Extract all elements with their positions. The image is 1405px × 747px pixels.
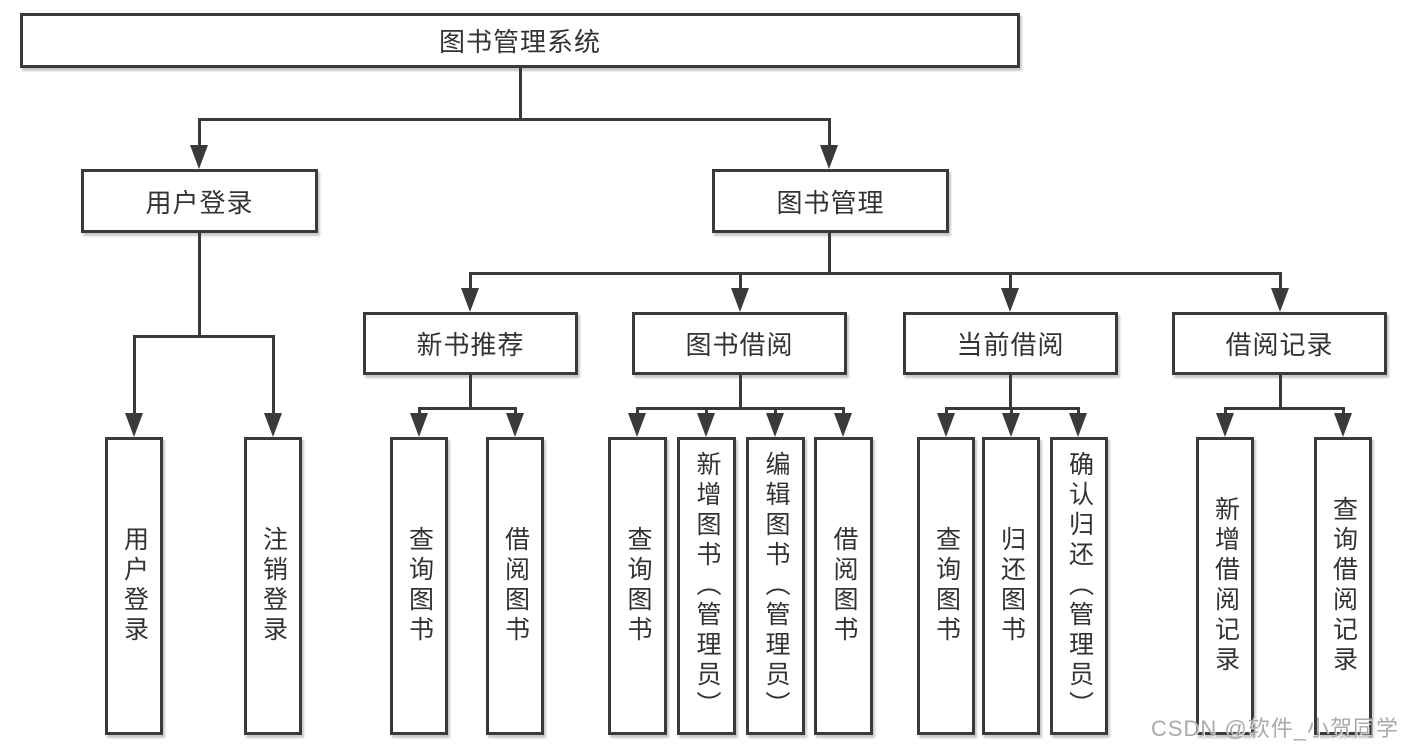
- connector-drop-level3: [1009, 272, 1012, 290]
- connector-drop-book-mgmt: [828, 118, 831, 146]
- leaf-confirm-return-admin-label: 确认归还（管理员）: [1065, 451, 1094, 721]
- node-book-management: 图书管理: [712, 169, 949, 233]
- leaf-return-books: 归还图书: [982, 437, 1040, 735]
- connector-user-login-stem: [198, 233, 201, 335]
- leaf-add-borrow-record: 新增借阅记录: [1196, 437, 1254, 735]
- connector-drop-user-login: [198, 118, 201, 146]
- connector-borrow-records-stem: [1279, 375, 1282, 407]
- connector-book-borrow-split: [636, 407, 845, 410]
- node-book-borrow: 图书借阅: [632, 312, 847, 375]
- node-new-book-recommend-label: 新书推荐: [416, 330, 525, 360]
- connector-drop-leaf: [774, 407, 777, 417]
- node-root-label: 图书管理系统: [438, 27, 601, 57]
- connector-drop-leaf: [514, 407, 517, 417]
- watermark: CSDN @软件_小贺同学: [1150, 716, 1399, 741]
- leaf-add-borrow-record-label: 新增借阅记录: [1211, 496, 1240, 676]
- connector-drop-leaf: [418, 407, 421, 417]
- node-borrow-records: 借阅记录: [1172, 312, 1387, 375]
- leaf-borrow-books-2-label: 借阅图书: [830, 526, 858, 646]
- arrowhead-down-icon: [834, 413, 852, 437]
- arrowhead-down-icon: [1002, 413, 1020, 437]
- node-user-login: 用户登录: [81, 169, 318, 233]
- connector-drop-level3: [1279, 272, 1282, 290]
- node-new-book-recommend: 新书推荐: [363, 312, 578, 375]
- connector-book-mgmt-split: [469, 272, 1282, 275]
- connector-drop-leaf: [1010, 407, 1013, 417]
- arrowhead-down-icon: [766, 413, 784, 437]
- leaf-query-books-2: 查询图书: [608, 437, 667, 735]
- arrowhead-down-icon: [125, 413, 143, 437]
- node-root: 图书管理系统: [20, 13, 1020, 68]
- leaf-query-books-label: 查询图书: [405, 526, 434, 646]
- leaf-query-borrow-record: 查询借阅记录: [1314, 437, 1372, 735]
- connector-drop-leaf: [1342, 407, 1345, 417]
- leaf-logout: 注销登录: [244, 437, 302, 735]
- connector-drop-leaf: [705, 407, 708, 417]
- connector-drop-leaf: [842, 407, 845, 417]
- node-book-borrow-label: 图书借阅: [685, 330, 794, 360]
- leaf-user-login: 用户登录: [105, 437, 163, 735]
- leaf-confirm-return-admin: 确认归还（管理员）: [1050, 437, 1108, 735]
- arrowhead-down-icon: [820, 145, 838, 169]
- leaf-borrow-books: 借阅图书: [486, 437, 544, 735]
- connector-book-mgmt-stem: [828, 233, 831, 272]
- leaf-query-books-3: 查询图书: [917, 437, 975, 735]
- leaf-add-books-admin-label: 新增图书（管理员）: [693, 451, 721, 721]
- connector-borrow-records-split: [1224, 407, 1344, 410]
- arrowhead-down-icon: [461, 288, 479, 312]
- arrowhead-down-icon: [1271, 288, 1289, 312]
- arrowhead-down-icon: [506, 413, 524, 437]
- arrowhead-down-icon: [264, 413, 282, 437]
- leaf-query-books-3-label: 查询图书: [932, 526, 961, 646]
- leaf-logout-label: 注销登录: [259, 526, 288, 646]
- connector-root-stem: [519, 68, 522, 118]
- connector-new-books-split: [418, 407, 517, 410]
- node-current-borrow: 当前借阅: [903, 312, 1118, 375]
- connector-book-borrow-stem: [739, 375, 742, 407]
- leaf-query-books-2-label: 查询图书: [624, 526, 652, 646]
- leaf-borrow-books-2: 借阅图书: [814, 437, 873, 735]
- leaf-return-books-label: 归还图书: [997, 526, 1026, 646]
- node-borrow-records-label: 借阅记录: [1225, 330, 1334, 360]
- connector-drop-leaf: [1224, 407, 1227, 417]
- arrowhead-down-icon: [410, 413, 428, 437]
- arrowhead-down-icon: [1069, 413, 1087, 437]
- leaf-query-books: 查询图书: [390, 437, 448, 735]
- connector-current-borrow-stem: [1009, 375, 1012, 407]
- connector-drop-leaf: [636, 407, 639, 417]
- arrowhead-down-icon: [697, 413, 715, 437]
- connector-drop-level3: [469, 272, 472, 290]
- arrowhead-down-icon: [937, 413, 955, 437]
- leaf-query-borrow-record-label: 查询借阅记录: [1329, 496, 1358, 676]
- leaf-edit-books-admin: 编辑图书（管理员）: [746, 437, 805, 735]
- arrowhead-down-icon: [1001, 288, 1019, 312]
- leaf-edit-books-admin-label: 编辑图书（管理员）: [762, 451, 790, 721]
- connector-drop-leaf: [133, 335, 136, 415]
- leaf-borrow-books-label: 借阅图书: [501, 526, 530, 646]
- connector-root-split: [198, 118, 831, 121]
- connector-new-books-stem: [469, 375, 472, 407]
- node-user-login-label: 用户登录: [145, 187, 254, 218]
- connector-drop-leaf: [945, 407, 948, 417]
- arrowhead-down-icon: [190, 145, 208, 169]
- arrowhead-down-icon: [731, 288, 749, 312]
- arrowhead-down-icon: [628, 413, 646, 437]
- arrowhead-down-icon: [1334, 413, 1352, 437]
- connector-drop-level3: [739, 272, 742, 290]
- connector-drop-leaf: [272, 335, 275, 415]
- leaf-user-login-label: 用户登录: [120, 526, 149, 646]
- connector-user-login-split: [133, 335, 275, 338]
- leaf-add-books-admin: 新增图书（管理员）: [677, 437, 736, 735]
- arrowhead-down-icon: [1216, 413, 1234, 437]
- node-current-borrow-label: 当前借阅: [956, 330, 1065, 360]
- connector-drop-leaf: [1077, 407, 1080, 417]
- node-book-management-label: 图书管理: [776, 187, 885, 218]
